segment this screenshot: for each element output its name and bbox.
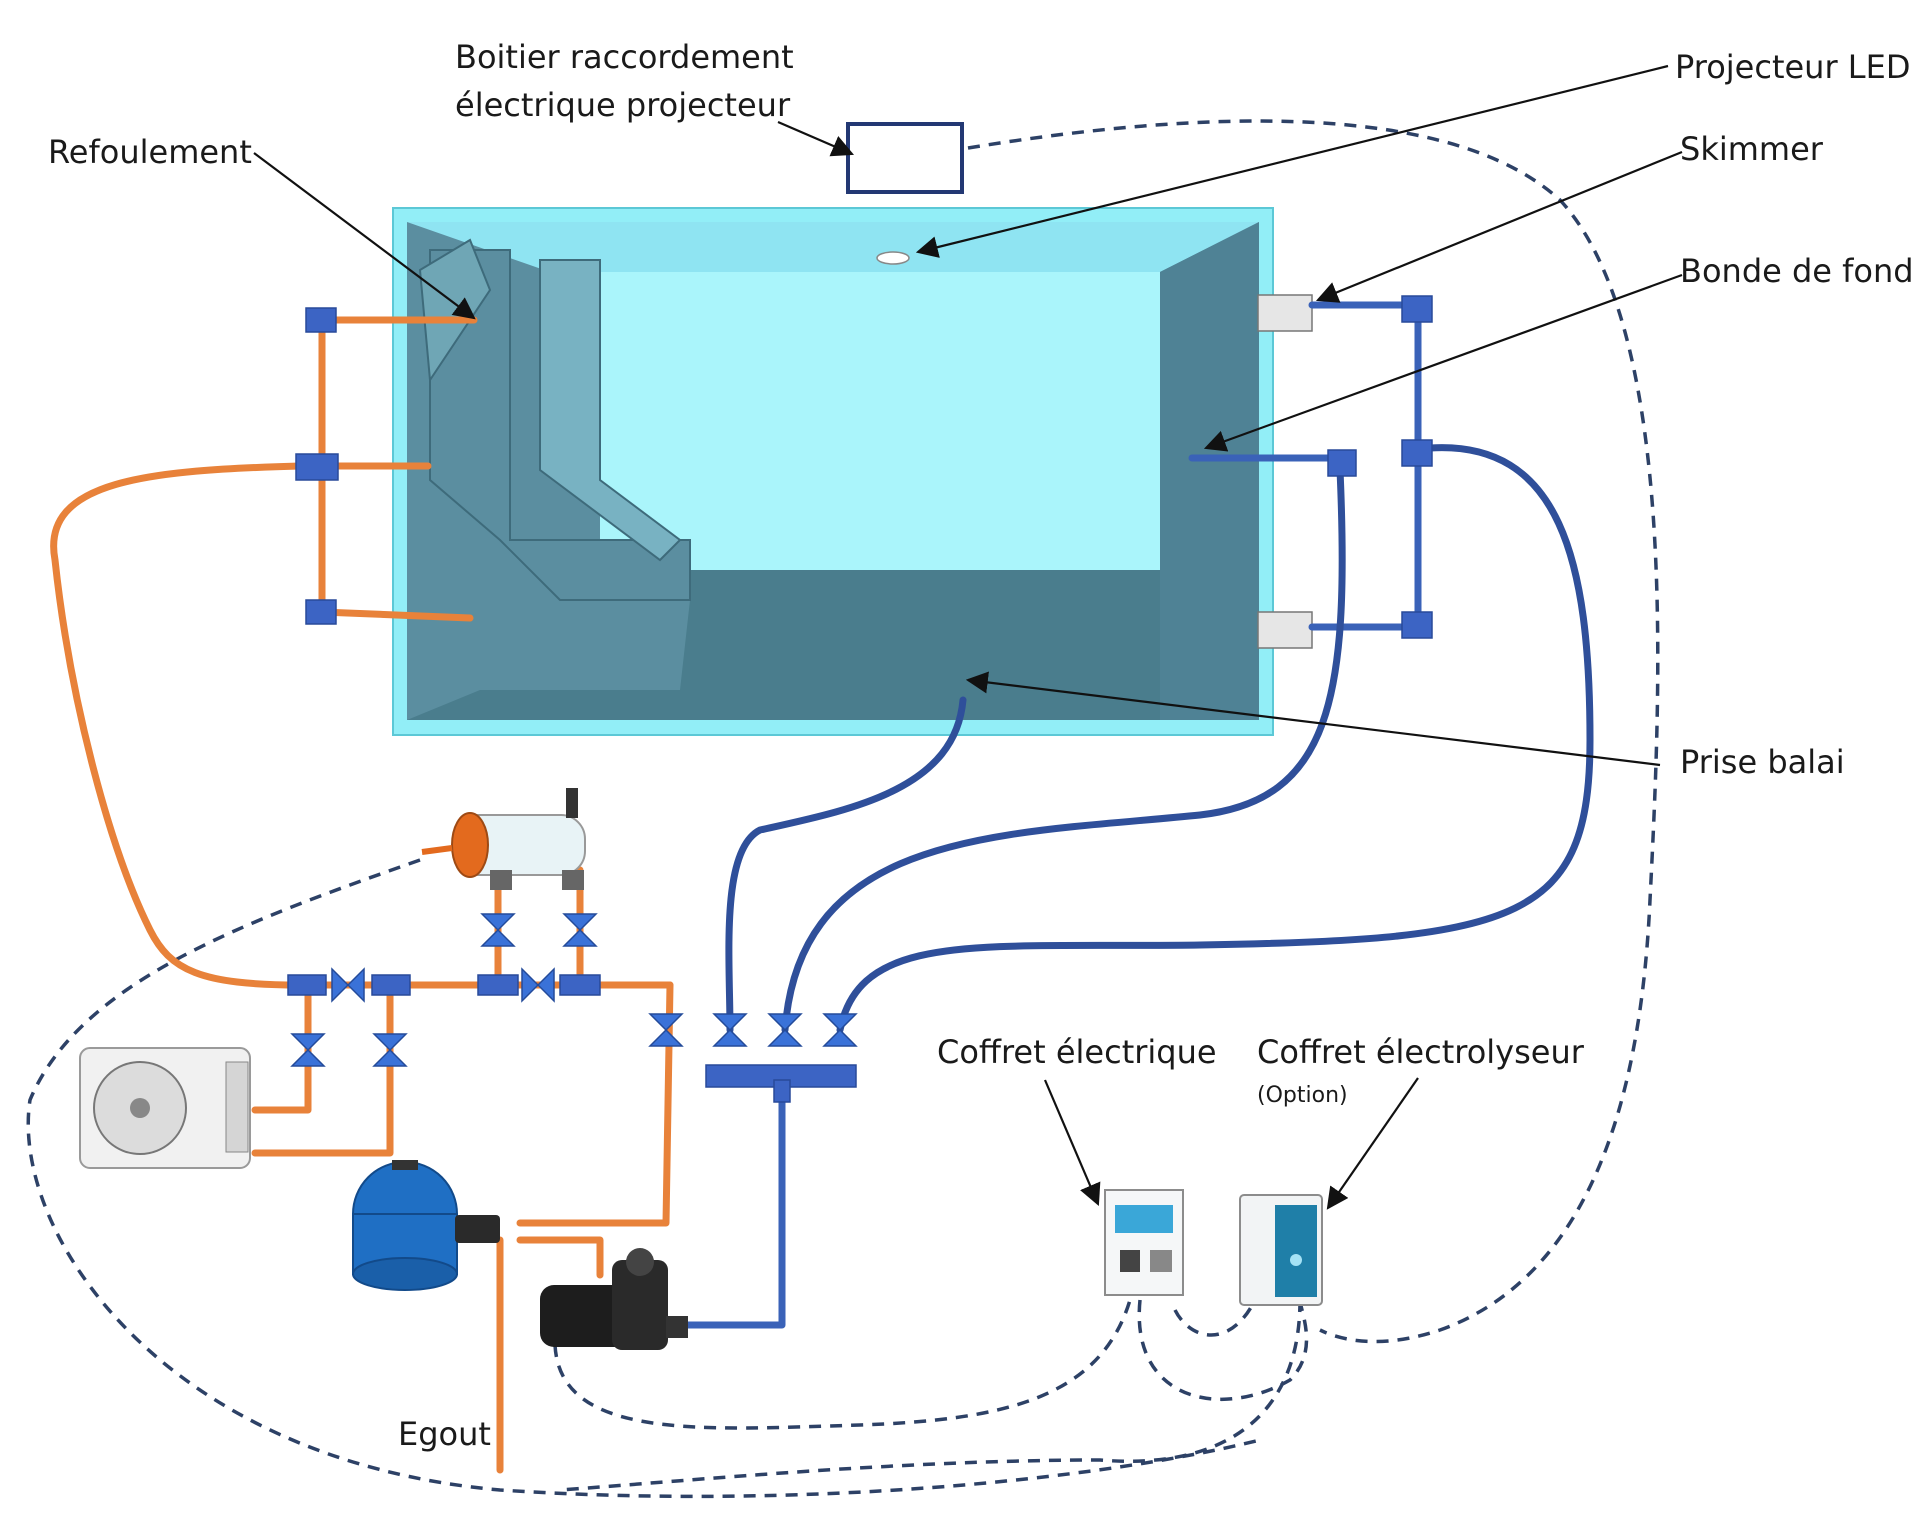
valve-icon [822,1013,858,1047]
pool-floor [600,272,1160,570]
valve-icon [767,1013,803,1047]
projector-junction-box [846,122,964,194]
valve-icon [480,913,516,947]
label-coffret-electrique: Coffret électrique [937,1033,1217,1071]
projector-cable [967,119,1660,1344]
led-projector [876,251,910,265]
suction-pipes [684,301,1594,1329]
label-egout: Egout [398,1415,491,1453]
heat-pump-unit [79,1047,251,1169]
skimmer-bottom [1257,611,1313,649]
electrical-control-box [1104,1189,1184,1296]
pool-wall-top [407,222,1259,272]
pump-cable [553,1299,1132,1430]
valve-icon [372,1033,408,1067]
fittings [287,295,1433,1103]
label-option: (Option) [1257,1083,1348,1108]
valves [290,913,858,1067]
label-prise-balai: Prise balai [1680,743,1845,781]
valve-icon [290,1033,326,1067]
sand-filter-tank [352,1160,500,1291]
label-coffret-electrolyseur: Coffret électrolyseur [1257,1033,1585,1071]
label-bonde-de-fond: Bonde de fond [1680,252,1914,290]
outer-loop-cable [26,858,1261,1499]
callout-arrows [253,64,1683,1210]
valve-icon [331,967,365,1003]
box-link-cable [1173,1299,1257,1337]
pool-right-wall [1160,222,1259,720]
label-skimmer: Skimmer [1680,130,1824,168]
valve-icon [521,967,555,1003]
heatpump-cable [559,1299,1302,1492]
circulation-pump [540,1248,688,1350]
valve-icon [648,1013,684,1047]
label-projecteur-led: Projecteur LED [1675,48,1910,86]
label-refoulement: Refoulement [48,133,252,171]
label-boitier-line1: Boitier raccordement [455,38,794,76]
valve-icon [712,1013,748,1047]
electrolyser-control-box [1239,1194,1323,1306]
valve-icon [562,913,598,947]
box-loop-cable [1137,1299,1309,1401]
electrolyser-cell [421,788,586,890]
electric-cables [26,119,1660,1499]
label-boitier-line2: électrique projecteur [455,86,791,124]
skimmer-top [1257,294,1313,332]
pool-stairs [429,249,691,601]
pool [392,207,1313,736]
labels: Boitier raccordement électrique projecte… [48,38,1914,1453]
pool-stair-step [539,259,682,562]
